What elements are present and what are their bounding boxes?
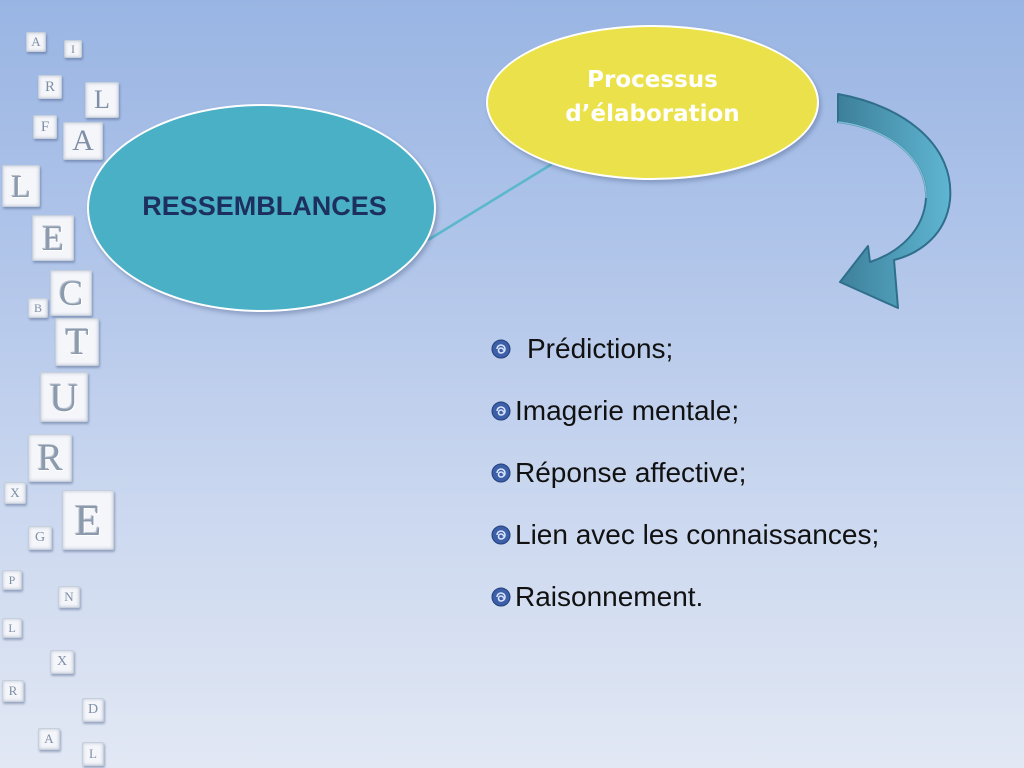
letter-tile: D [82,698,104,722]
spiral-bullet-icon [491,525,511,545]
list-item-text: Imagerie mentale; [515,395,740,426]
letter-tile: I [64,40,82,58]
letter-tile: R [38,75,62,99]
list-item-text: Réponse affective; [515,457,747,488]
letter-tile: X [4,482,26,504]
spiral-bullet-icon [491,339,511,359]
spiral-bullet-icon [491,401,511,421]
letter-tile: L [85,82,119,118]
list-item-text: Lien avec les connaissances; [515,519,880,550]
letter-tile: A [38,728,60,750]
list-item: Imagerie mentale; [491,380,879,442]
list-item: Raisonnement. [491,566,879,628]
process-node-label-line2: d’élaboration [565,100,740,127]
list-item: Lien avec les connaissances; [491,504,879,566]
spiral-bullet-icon [491,587,511,607]
center-node-label: RESSEMBLANCES [142,190,387,221]
letter-tile: R [2,680,24,702]
curved-arrow-icon [837,93,952,309]
letter-tile-lecture: T [55,318,99,366]
center-node: RESSEMBLANCES [87,104,436,312]
list-item-text: Raisonnement. [515,581,704,612]
list-item-text: Prédictions; [527,333,674,364]
process-node-label-line1: Processus [587,66,718,93]
list-item: Réponse affective; [491,442,879,504]
process-node: Processus d’élaboration [486,25,819,180]
letter-tile-lecture: R [28,434,72,482]
letter-tile-lecture: C [50,270,92,316]
letter-tile: X [50,650,74,674]
letter-tile: L [2,618,22,638]
letter-tile: A [63,122,103,160]
list-item: Prédictions; [491,318,879,380]
letter-tile: B [28,298,48,318]
letter-tile: L [82,742,104,766]
letter-tile: P [2,570,22,590]
letter-tile-lecture: U [40,372,88,422]
letter-tile: F [33,115,57,139]
letter-tile: G [28,526,52,550]
letter-tile-lecture: E [32,215,74,261]
letter-tile: A [26,32,46,52]
letter-tile-lecture: E [62,490,114,550]
spiral-bullet-icon [491,463,511,483]
letter-tile: N [58,586,80,608]
letter-tile-lecture: L [2,165,40,207]
bullet-list: Prédictions; Imagerie mentale; Réponse a… [491,318,879,628]
